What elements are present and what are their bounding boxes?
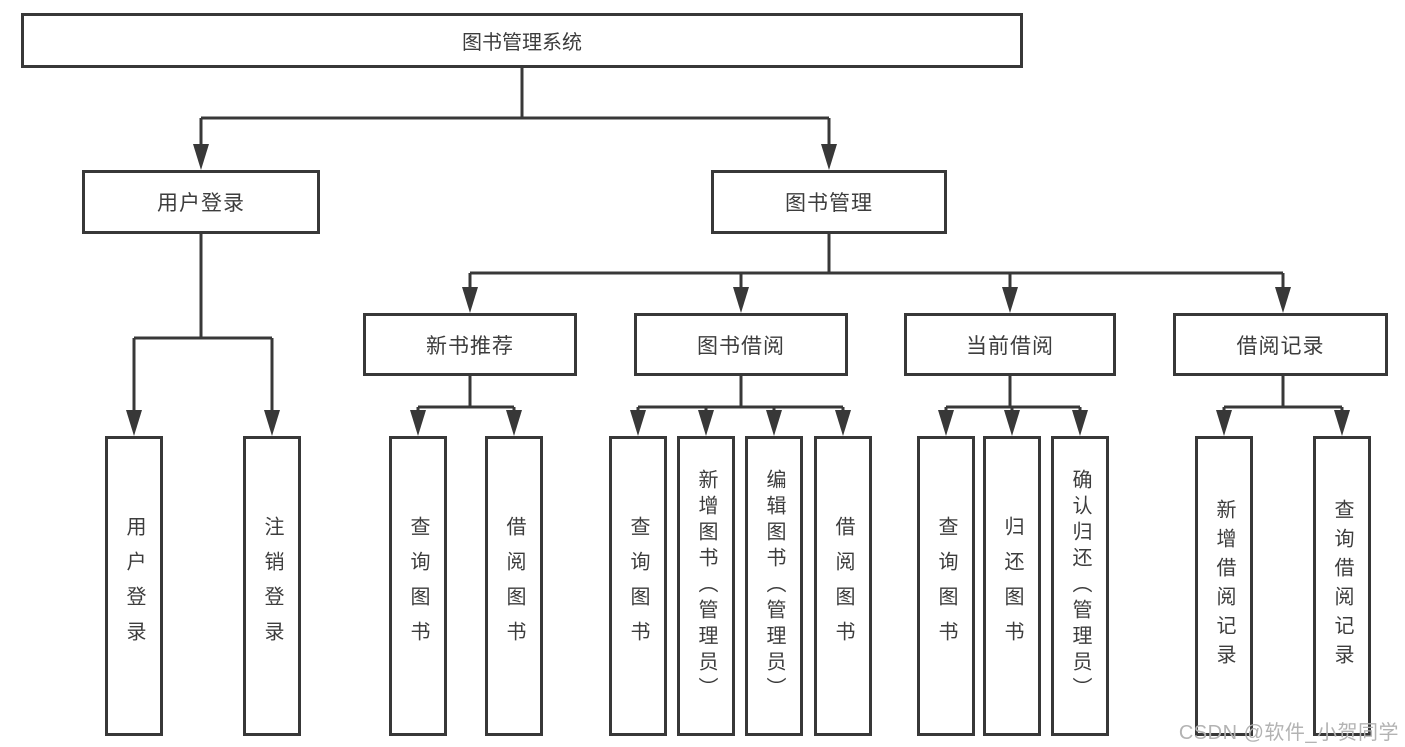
leaf-return-books-label: 归还图书 (1001, 516, 1023, 656)
leaf-user-login-label: 用户登录 (123, 516, 145, 656)
leaf-add-borrow-record-label: 新增借阅记录 (1213, 499, 1235, 673)
root-fork (193, 68, 837, 170)
leaf-query-books-current-label: 查询图书 (935, 516, 957, 656)
current-borrow-fork (938, 376, 1088, 436)
node-new-book-rec-label: 新书推荐 (426, 334, 514, 358)
leaf-query-books-rec-label: 查询图书 (407, 516, 429, 656)
leaf-query-borrow-record: 查询借阅记录 (1313, 436, 1371, 736)
leaf-borrow-books-rec: 借阅图书 (485, 436, 543, 736)
node-book-mgmt-label: 图书管理 (785, 192, 873, 215)
node-root: 图书管理系统 (21, 13, 1023, 68)
new-book-rec-fork (410, 376, 522, 436)
leaf-confirm-return-admin-label: 确认归还（管理员） (1069, 469, 1091, 703)
leaf-query-books-current: 查询图书 (917, 436, 975, 736)
watermark-text: CSDN @软件_小贺同学 (1178, 722, 1399, 744)
leaf-edit-books-admin-label: 编辑图书（管理员） (763, 469, 785, 703)
node-new-book-rec: 新书推荐 (363, 313, 577, 376)
leaf-logout-label: 注销登录 (261, 516, 283, 656)
node-book-borrow: 图书借阅 (634, 313, 848, 376)
leaf-borrow-books: 借阅图书 (814, 436, 872, 736)
leaf-edit-books-admin: 编辑图书（管理员） (745, 436, 803, 736)
node-current-borrow: 当前借阅 (904, 313, 1116, 376)
node-book-borrow-label: 图书借阅 (697, 334, 785, 358)
leaf-user-login: 用户登录 (105, 436, 163, 736)
node-book-mgmt: 图书管理 (711, 170, 947, 234)
book-borrow-fork (630, 376, 851, 436)
leaf-logout: 注销登录 (243, 436, 301, 736)
node-current-borrow-label: 当前借阅 (966, 334, 1054, 358)
node-borrow-records: 借阅记录 (1173, 313, 1388, 376)
borrow-records-fork (1216, 376, 1350, 436)
leaf-return-books: 归还图书 (983, 436, 1041, 736)
node-root-label: 图书管理系统 (462, 32, 582, 54)
book-mgmt-fork (462, 234, 1291, 313)
leaf-query-books-borrow: 查询图书 (609, 436, 667, 736)
user-login-fork (126, 234, 280, 436)
leaf-borrow-books-rec-label: 借阅图书 (503, 516, 525, 656)
leaf-add-books-admin: 新增图书（管理员） (677, 436, 735, 736)
leaf-query-books-rec: 查询图书 (389, 436, 447, 736)
node-borrow-records-label: 借阅记录 (1236, 334, 1325, 358)
leaf-query-borrow-record-label: 查询借阅记录 (1331, 499, 1353, 673)
leaf-query-books-borrow-label: 查询图书 (627, 516, 649, 656)
node-user-login: 用户登录 (82, 170, 320, 234)
leaf-confirm-return-admin: 确认归还（管理员） (1051, 436, 1109, 736)
leaf-add-books-admin-label: 新增图书（管理员） (695, 469, 717, 703)
leaf-add-borrow-record: 新增借阅记录 (1195, 436, 1253, 736)
node-user-login-label: 用户登录 (157, 192, 245, 215)
leaf-borrow-books-label: 借阅图书 (832, 516, 854, 656)
